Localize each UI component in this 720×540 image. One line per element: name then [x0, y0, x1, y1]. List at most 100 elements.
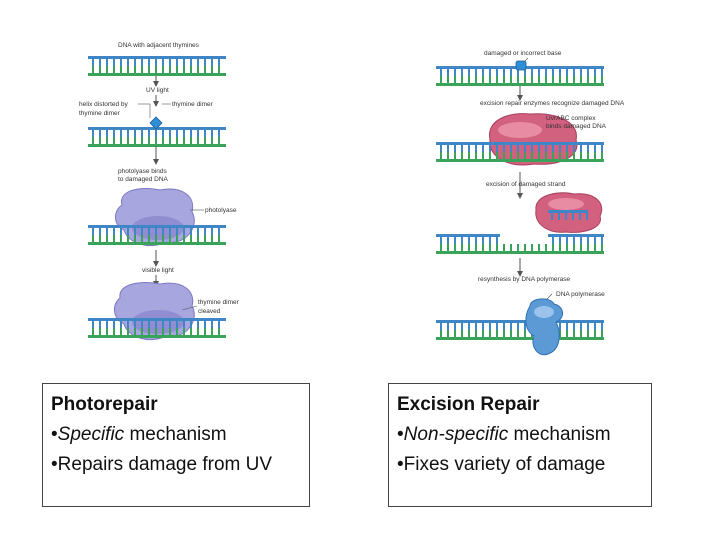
dna-base-bottom	[573, 152, 575, 159]
dna-base-top	[482, 237, 484, 244]
dna-base-top	[176, 228, 178, 235]
dna-base-top	[566, 237, 568, 244]
dna-base-bottom	[183, 235, 185, 242]
dna-base-bottom	[559, 76, 561, 83]
dna-base-bottom	[176, 137, 178, 144]
dna-base-bottom	[475, 330, 477, 337]
dna-base-top	[517, 145, 519, 152]
dna-base-bottom	[601, 152, 603, 159]
dna-base-bottom	[440, 330, 442, 337]
dna-base-bottom	[538, 76, 540, 83]
dna-base-bottom	[190, 235, 192, 242]
dna-base-top	[594, 145, 596, 152]
dna-base-bottom	[475, 76, 477, 83]
dna-base-top	[594, 69, 596, 76]
dna-base-top	[531, 145, 533, 152]
dna-base-top	[545, 145, 547, 152]
dna-base-bottom	[587, 76, 589, 83]
dna-base-top	[99, 321, 101, 328]
dna-base-bottom	[440, 244, 442, 251]
dna-base-bottom	[580, 244, 582, 251]
dna-base-bottom	[552, 76, 554, 83]
dna-base-bottom	[594, 330, 596, 337]
dna-base-top	[190, 228, 192, 235]
dna-strand-top	[436, 320, 604, 323]
dna-base-top	[218, 59, 220, 66]
dna-base-top	[461, 323, 463, 330]
dna-base-bottom	[601, 330, 603, 337]
label-helix-distorted-1: helix distorted by	[79, 101, 129, 108]
dna-base-top	[190, 59, 192, 66]
dna-base-bottom	[162, 137, 164, 144]
dna-base-bottom	[92, 235, 94, 242]
dna-base-bottom	[475, 244, 477, 251]
dna-base-top	[218, 130, 220, 137]
dna-base-top	[113, 59, 115, 66]
excised-base	[572, 213, 574, 220]
dna-base-bottom	[545, 76, 547, 83]
dna-base-top	[92, 321, 94, 328]
dna-base-top	[99, 130, 101, 137]
label-dna-adjacent-thymines: DNA with adjacent thymines	[118, 42, 200, 49]
dna-strand-top	[88, 56, 226, 59]
dna-base-top	[155, 130, 157, 137]
dna-base-top	[601, 145, 603, 152]
dna-base-top	[211, 59, 213, 66]
dna-base-top	[127, 228, 129, 235]
dna-base-top	[454, 237, 456, 244]
dna-base-bottom	[482, 76, 484, 83]
dna-base-bottom	[176, 66, 178, 73]
dna-base-bottom	[517, 330, 519, 337]
dna-base-top	[211, 321, 213, 328]
dna-base-top	[148, 228, 150, 235]
dna-strand-top	[88, 225, 226, 228]
dna-base-bottom	[218, 328, 220, 335]
dna-base-top	[99, 228, 101, 235]
dna-base-bottom	[162, 235, 164, 242]
dna-base-bottom	[120, 235, 122, 242]
dna-base-top	[447, 145, 449, 152]
dna-base-top	[461, 237, 463, 244]
dna-base-bottom	[545, 152, 547, 159]
label-thymine-dimer: thymine dimer	[172, 101, 214, 108]
dna-base-top	[475, 237, 477, 244]
dna-base-top	[538, 69, 540, 76]
dna-base-top	[531, 69, 533, 76]
dna-base-bottom	[524, 244, 526, 251]
dna-base-bottom	[197, 235, 199, 242]
dna-base-top	[113, 130, 115, 137]
dna-base-top	[440, 69, 442, 76]
dna-base-top	[447, 237, 449, 244]
dna-base-top	[496, 323, 498, 330]
dna-base-bottom	[134, 328, 136, 335]
dna-base-bottom	[503, 76, 505, 83]
dna-base-top	[92, 228, 94, 235]
dna-base-top	[573, 145, 575, 152]
dna-base-top	[106, 130, 108, 137]
dna-base-top	[489, 323, 491, 330]
dna-base-top	[204, 228, 206, 235]
dna-base-top	[134, 228, 136, 235]
dna-strand-top	[436, 142, 604, 145]
dna-base-bottom	[106, 137, 108, 144]
label-uv-light: UV light	[146, 87, 169, 94]
dna-base-top	[552, 145, 554, 152]
dna-base-bottom	[127, 66, 129, 73]
dna-base-top	[162, 228, 164, 235]
dna-base-top	[99, 59, 101, 66]
dna-base-top	[566, 69, 568, 76]
dna-base-top	[120, 321, 122, 328]
dna-base-top	[468, 323, 470, 330]
label-photolyase-binds-2: to damaged DNA	[118, 176, 169, 183]
dna-helix-uvrabc-bound	[436, 142, 604, 162]
dna-base-bottom	[524, 330, 526, 337]
dna-base-top	[601, 323, 603, 330]
dna-base-bottom	[92, 328, 94, 335]
dna-base-top	[176, 321, 178, 328]
dna-base-bottom	[162, 328, 164, 335]
dna-base-top	[106, 321, 108, 328]
dna-base-bottom	[468, 244, 470, 251]
dna-base-top	[489, 69, 491, 76]
dna-base-bottom	[454, 330, 456, 337]
dna-base-bottom	[573, 330, 575, 337]
